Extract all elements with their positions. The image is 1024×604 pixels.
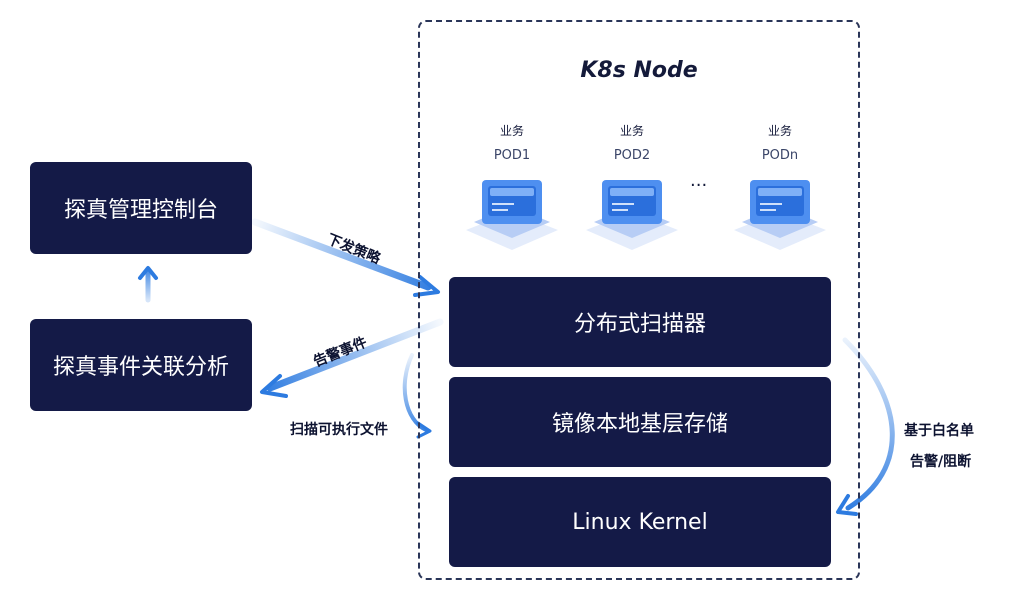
alert-arrow bbox=[260, 318, 444, 398]
whitelist-arrow bbox=[836, 337, 895, 516]
pod-caption: 业务 bbox=[767, 124, 792, 138]
pod-name: POD2 bbox=[613, 148, 651, 163]
pod-n: 业务 PODn bbox=[730, 122, 830, 262]
pod-caption: 业务 bbox=[619, 124, 644, 138]
pod-1: 业务 POD1 bbox=[462, 122, 562, 262]
management-console-box: 探真管理控制台 bbox=[30, 162, 252, 254]
analysis-to-console-arrow bbox=[138, 266, 158, 303]
scan-arrow bbox=[402, 353, 432, 439]
distributed-scanner-box: 分布式扫描器 bbox=[449, 277, 831, 367]
event-analysis-box: 探真事件关联分析 bbox=[30, 319, 252, 411]
pod-caption: 业务 bbox=[499, 124, 524, 138]
pod-2: 业务 POD2 bbox=[582, 122, 682, 262]
pod-name: PODn bbox=[761, 148, 799, 163]
policy-arrow bbox=[251, 218, 440, 297]
node-title: K8s Node bbox=[580, 58, 698, 83]
pod-name: POD1 bbox=[493, 148, 531, 163]
scan-executables-label: 扫描可执行文件 bbox=[290, 422, 388, 438]
server-icon bbox=[586, 180, 678, 250]
linux-kernel-box: Linux Kernel bbox=[449, 477, 831, 567]
server-icon bbox=[734, 180, 826, 250]
server-icon bbox=[466, 180, 558, 250]
image-storage-box: 镜像本地基层存储 bbox=[449, 377, 831, 467]
whitelist-label-line1: 基于白名单 bbox=[904, 423, 974, 439]
whitelist-label-line2: 告警/阻断 bbox=[910, 454, 972, 470]
pod-ellipsis: ... bbox=[690, 170, 708, 191]
k8s-node-frame bbox=[418, 20, 860, 580]
